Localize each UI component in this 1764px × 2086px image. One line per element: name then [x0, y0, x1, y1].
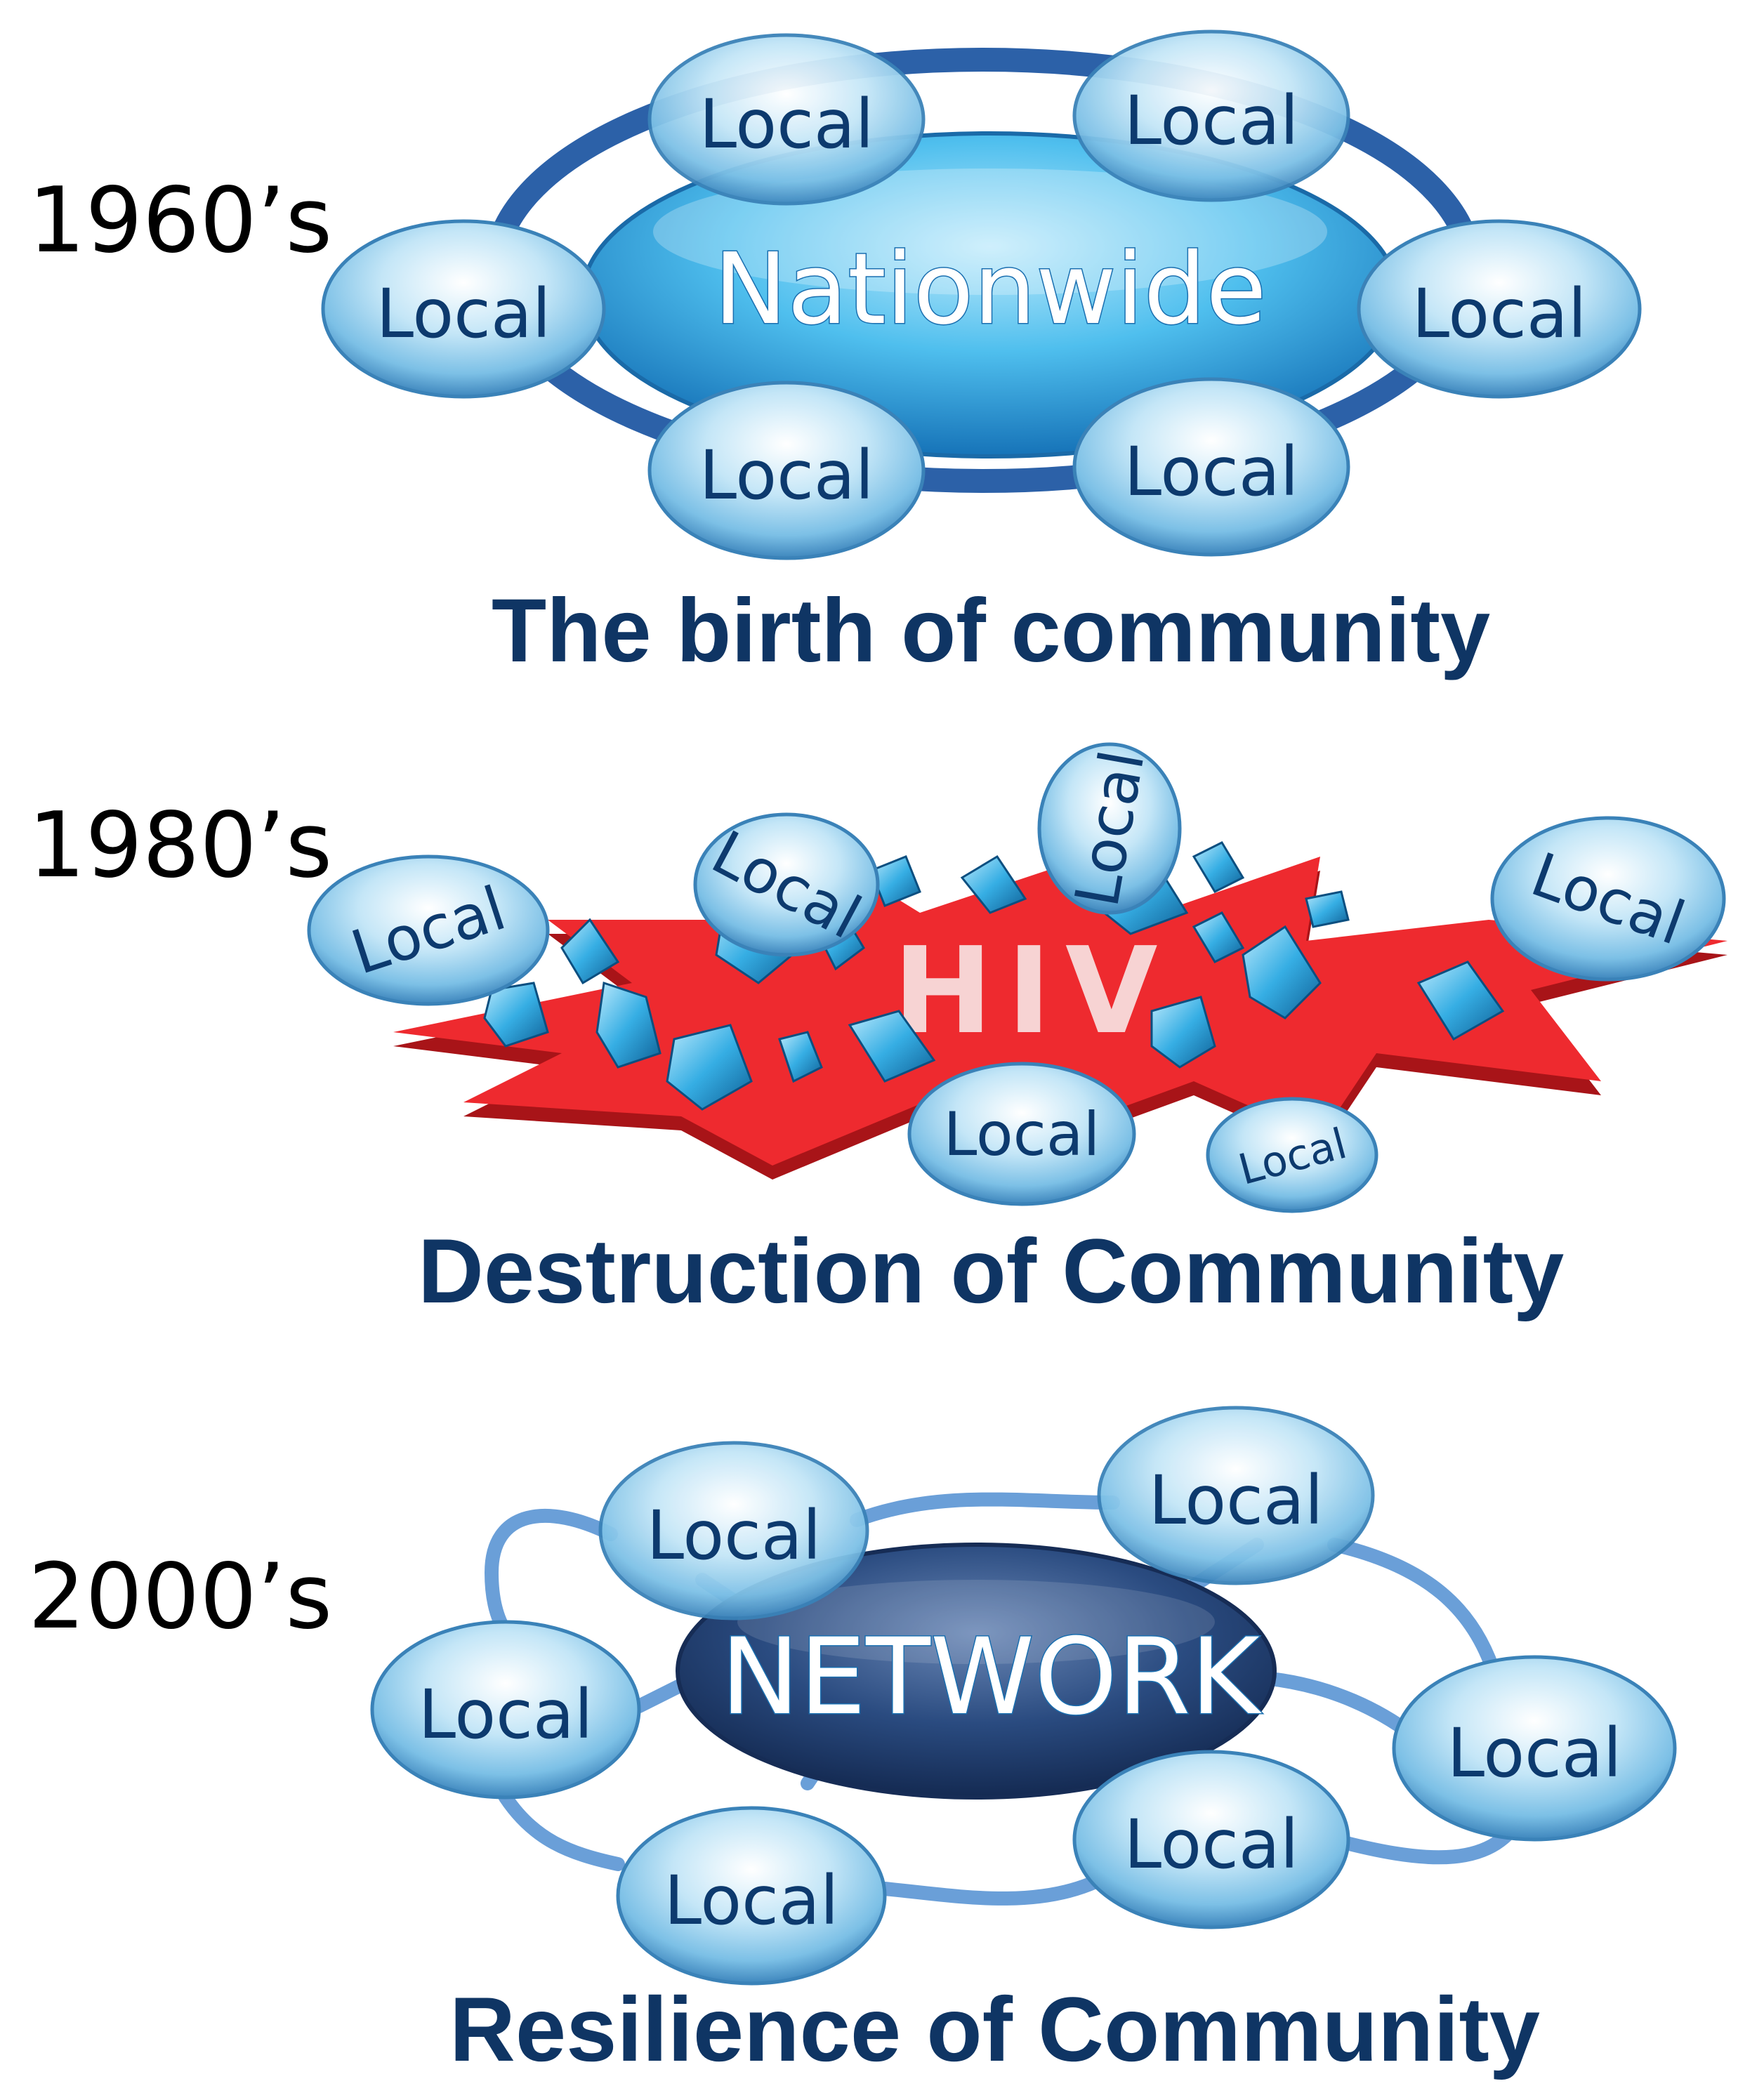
local-node: Local	[1072, 377, 1350, 557]
local-node: Local	[647, 33, 926, 206]
panel-1960s: Nationwide Local Local Local Local Local…	[321, 29, 1642, 560]
svg-text:Local: Local	[664, 1861, 839, 1940]
svg-text:Local: Local	[1124, 1805, 1299, 1884]
panel-2000s: NETWORK Local Local Local Local Local Lo…	[370, 1406, 1677, 1986]
local-node: Local	[907, 1062, 1136, 1206]
caption-birth: The birth of community	[492, 581, 1491, 681]
svg-text:Local: Local	[1124, 81, 1299, 160]
local-node: Local	[647, 381, 926, 560]
local-node: Local	[307, 854, 550, 1006]
local-node: Local	[1490, 816, 1726, 982]
hiv-label: HIV	[893, 922, 1171, 1061]
local-node: Local	[321, 219, 606, 399]
svg-text:Local: Local	[419, 1675, 593, 1754]
svg-text:Local: Local	[1124, 433, 1299, 511]
era-label-2000s: 2000’s	[28, 1545, 333, 1649]
local-node: Local	[1037, 742, 1182, 915]
local-node: Local	[370, 1620, 641, 1800]
local-node: Local	[616, 1806, 887, 1986]
caption-destruction: Destruction of Community	[418, 1220, 1565, 1322]
local-node: Local	[1206, 1097, 1378, 1213]
caption-resilience: Resilience of Community	[449, 1978, 1541, 2080]
network-hub	[676, 1543, 1277, 1800]
local-node: Local	[1072, 1750, 1350, 1929]
shard-fragments	[483, 841, 1505, 1111]
svg-text:Local: Local	[647, 1496, 822, 1575]
svg-text:Local: Local	[699, 436, 874, 515]
local-node: Local	[1357, 219, 1642, 399]
local-node: Local	[1097, 1406, 1375, 1585]
svg-text:Local: Local	[1412, 275, 1587, 353]
era-label-1980s: 1980’s	[28, 793, 333, 898]
svg-text:Local: Local	[1149, 1461, 1324, 1540]
svg-text:Local: Local	[376, 275, 551, 353]
svg-text:Local: Local	[1447, 1714, 1622, 1793]
local-node: Local	[598, 1441, 869, 1620]
local-node: Local	[693, 812, 880, 957]
svg-text:Local: Local	[944, 1100, 1100, 1170]
svg-text:Local: Local	[699, 85, 874, 164]
era-label-1960s: 1960’s	[28, 169, 333, 273]
network-hub-label: NETWORK	[720, 1616, 1262, 1738]
local-node: Local	[1072, 29, 1350, 202]
local-node: Local	[1392, 1655, 1677, 1842]
nationwide-hub-label: Nationwide	[713, 232, 1266, 347]
panel-1980s: HIV Local Local	[307, 742, 1727, 1213]
